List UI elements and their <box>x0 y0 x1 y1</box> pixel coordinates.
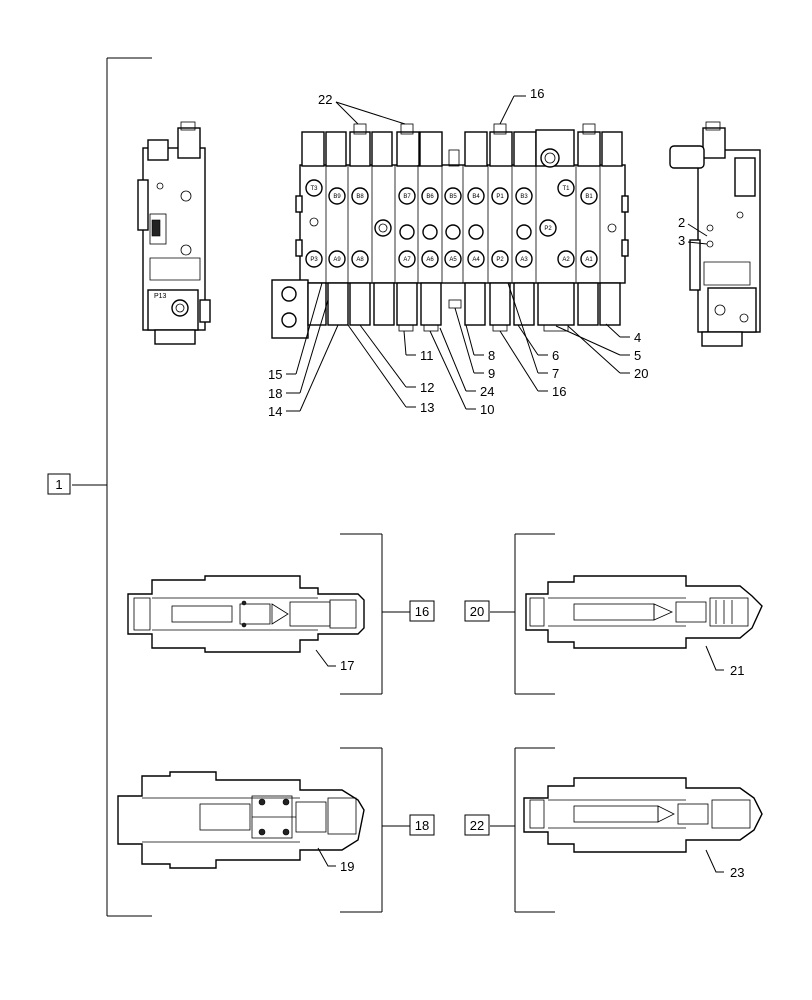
callout-box-16: 16 <box>409 600 435 622</box>
svg-text:1: 1 <box>55 477 62 492</box>
svg-text:A6: A6 <box>426 257 434 263</box>
svg-text:21: 21 <box>730 663 744 678</box>
front-view-callouts: 22 16 2 3 4 5 20 6 7 16 8 9 24 <box>268 86 708 419</box>
svg-text:B6: B6 <box>426 194 434 200</box>
svg-text:9: 9 <box>488 366 495 381</box>
svg-text:P13: P13 <box>154 293 167 300</box>
svg-text:16: 16 <box>552 384 566 399</box>
detail-20-valve: 21 <box>490 533 763 695</box>
svg-text:A5: A5 <box>449 257 457 263</box>
svg-text:4: 4 <box>634 330 641 345</box>
svg-text:6: 6 <box>552 348 559 363</box>
svg-text:15: 15 <box>268 367 282 382</box>
svg-text:A2: A2 <box>562 257 570 263</box>
svg-text:8: 8 <box>488 348 495 363</box>
svg-text:B3: B3 <box>520 194 528 200</box>
main-bracket <box>72 57 152 917</box>
detail-18-valve: 19 <box>117 747 410 913</box>
callout-box-20: 20 <box>464 600 490 622</box>
svg-text:18: 18 <box>268 386 282 401</box>
svg-text:16: 16 <box>415 604 429 619</box>
svg-text:22: 22 <box>318 92 332 107</box>
svg-text:20: 20 <box>634 366 648 381</box>
svg-text:P1: P1 <box>496 194 504 200</box>
upper-port-row: T3 B9 B8 B7 B6 B5 B4 P1 B3 T1 B1 <box>305 179 598 205</box>
lower-port-row: P3 A9 A8 A7 A6 A5 A4 P2 A3 A2 A1 <box>305 250 598 268</box>
detail-22-valve: 23 <box>490 747 763 913</box>
svg-text:P2: P2 <box>496 257 504 263</box>
svg-text:19: 19 <box>340 859 354 874</box>
svg-text:13: 13 <box>420 400 434 415</box>
svg-text:16: 16 <box>530 86 544 101</box>
valve-right-side-view <box>669 121 761 347</box>
svg-text:23: 23 <box>730 865 744 880</box>
callout-box-1: 1 <box>47 473 71 495</box>
svg-text:24: 24 <box>480 384 494 399</box>
svg-text:2: 2 <box>678 215 685 230</box>
svg-text:17: 17 <box>340 658 354 673</box>
svg-text:A9: A9 <box>333 257 341 263</box>
svg-text:22: 22 <box>470 818 484 833</box>
svg-text:5: 5 <box>634 348 641 363</box>
callout-box-18: 18 <box>409 814 435 836</box>
svg-text:A1: A1 <box>585 257 593 263</box>
svg-text:A4: A4 <box>472 257 480 263</box>
detail-16-valve: 17 <box>127 533 410 695</box>
svg-text:7: 7 <box>552 366 559 381</box>
svg-text:A3: A3 <box>520 257 528 263</box>
svg-text:10: 10 <box>480 402 494 417</box>
svg-text:B9: B9 <box>333 194 341 200</box>
svg-text:A7: A7 <box>403 257 411 263</box>
valve-left-side-view: P13 <box>137 121 211 345</box>
svg-text:3: 3 <box>678 233 685 248</box>
svg-text:A8: A8 <box>356 257 364 263</box>
middle-port-row: P2 <box>309 217 617 240</box>
svg-text:18: 18 <box>415 818 429 833</box>
svg-text:T3: T3 <box>310 186 318 192</box>
callout-box-22: 22 <box>464 814 490 836</box>
svg-text:P3: P3 <box>310 257 318 263</box>
svg-text:T1: T1 <box>562 186 570 192</box>
svg-text:14: 14 <box>268 404 282 419</box>
svg-text:B1: B1 <box>585 194 593 200</box>
svg-text:20: 20 <box>470 604 484 619</box>
svg-text:B5: B5 <box>449 194 457 200</box>
svg-text:B4: B4 <box>472 194 480 200</box>
svg-text:11: 11 <box>420 348 434 363</box>
svg-text:12: 12 <box>420 380 434 395</box>
valve-bank-front-view: T3 B9 B8 B7 B6 B5 B4 P1 B3 T1 B1 P2 <box>271 123 629 339</box>
svg-text:B8: B8 <box>356 194 364 200</box>
svg-text:B7: B7 <box>403 194 411 200</box>
svg-text:P2: P2 <box>544 226 552 232</box>
